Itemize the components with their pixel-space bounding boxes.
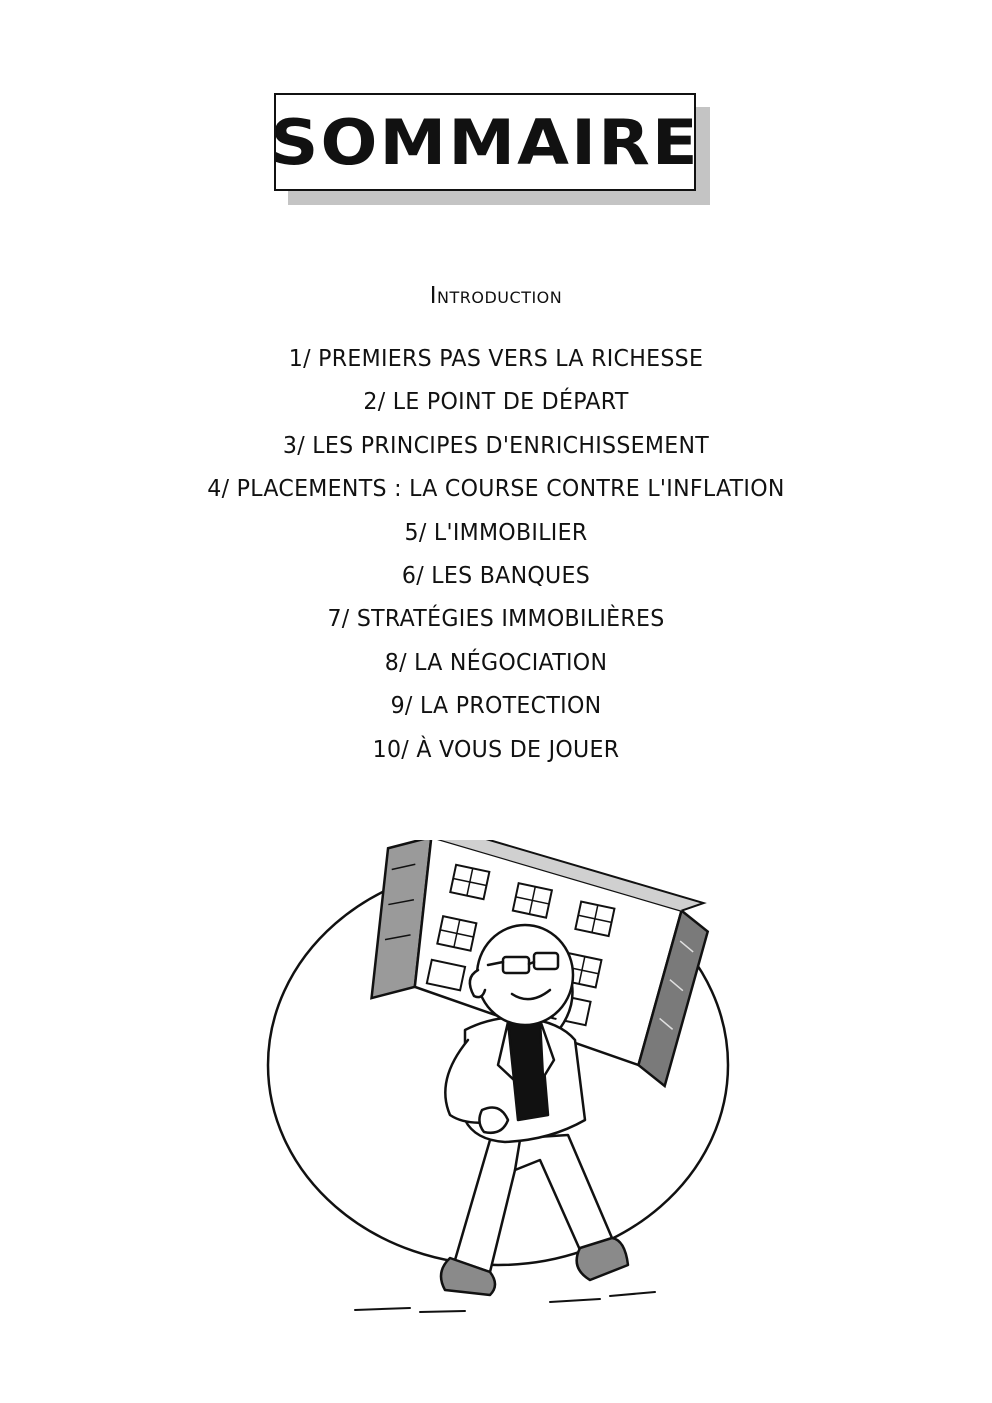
- toc-item-5: 5/ l'immobilier: [404, 519, 588, 546]
- toc-item-2: 2/ le point de départ: [363, 389, 629, 416]
- man-carrying-building-icon: [266, 840, 730, 1313]
- title-frame: SOMMAIRE: [270, 93, 698, 191]
- man: [439, 923, 630, 1297]
- page-title: SOMMAIRE: [270, 105, 700, 179]
- toc-intro: Introduction: [429, 283, 563, 309]
- toc-item-1: 1/ premiers pas vers la richesse: [288, 346, 704, 372]
- toc-list: 1/ premiers pas vers la richesse 2/ le p…: [0, 338, 992, 772]
- toc-item-9: 9/ la protection: [390, 693, 602, 720]
- toc-item-7: 7/ stratégies immobilières: [327, 606, 665, 633]
- title-box: SOMMAIRE: [270, 93, 710, 205]
- toc-item-6: 6/ les banques: [401, 563, 591, 590]
- toc-item-3: 3/ les principes d'enrichissement: [282, 432, 710, 459]
- toc-item-4: 4/ placements : la course contre l'infla…: [207, 476, 785, 503]
- toc-item-8: 8/ la négociation: [384, 649, 608, 676]
- ground-lines: [354, 1291, 656, 1313]
- toc-item-10: 10/ à vous de jouer: [372, 736, 620, 763]
- table-of-contents: Introduction 1/ premiers pas vers la ric…: [0, 278, 992, 772]
